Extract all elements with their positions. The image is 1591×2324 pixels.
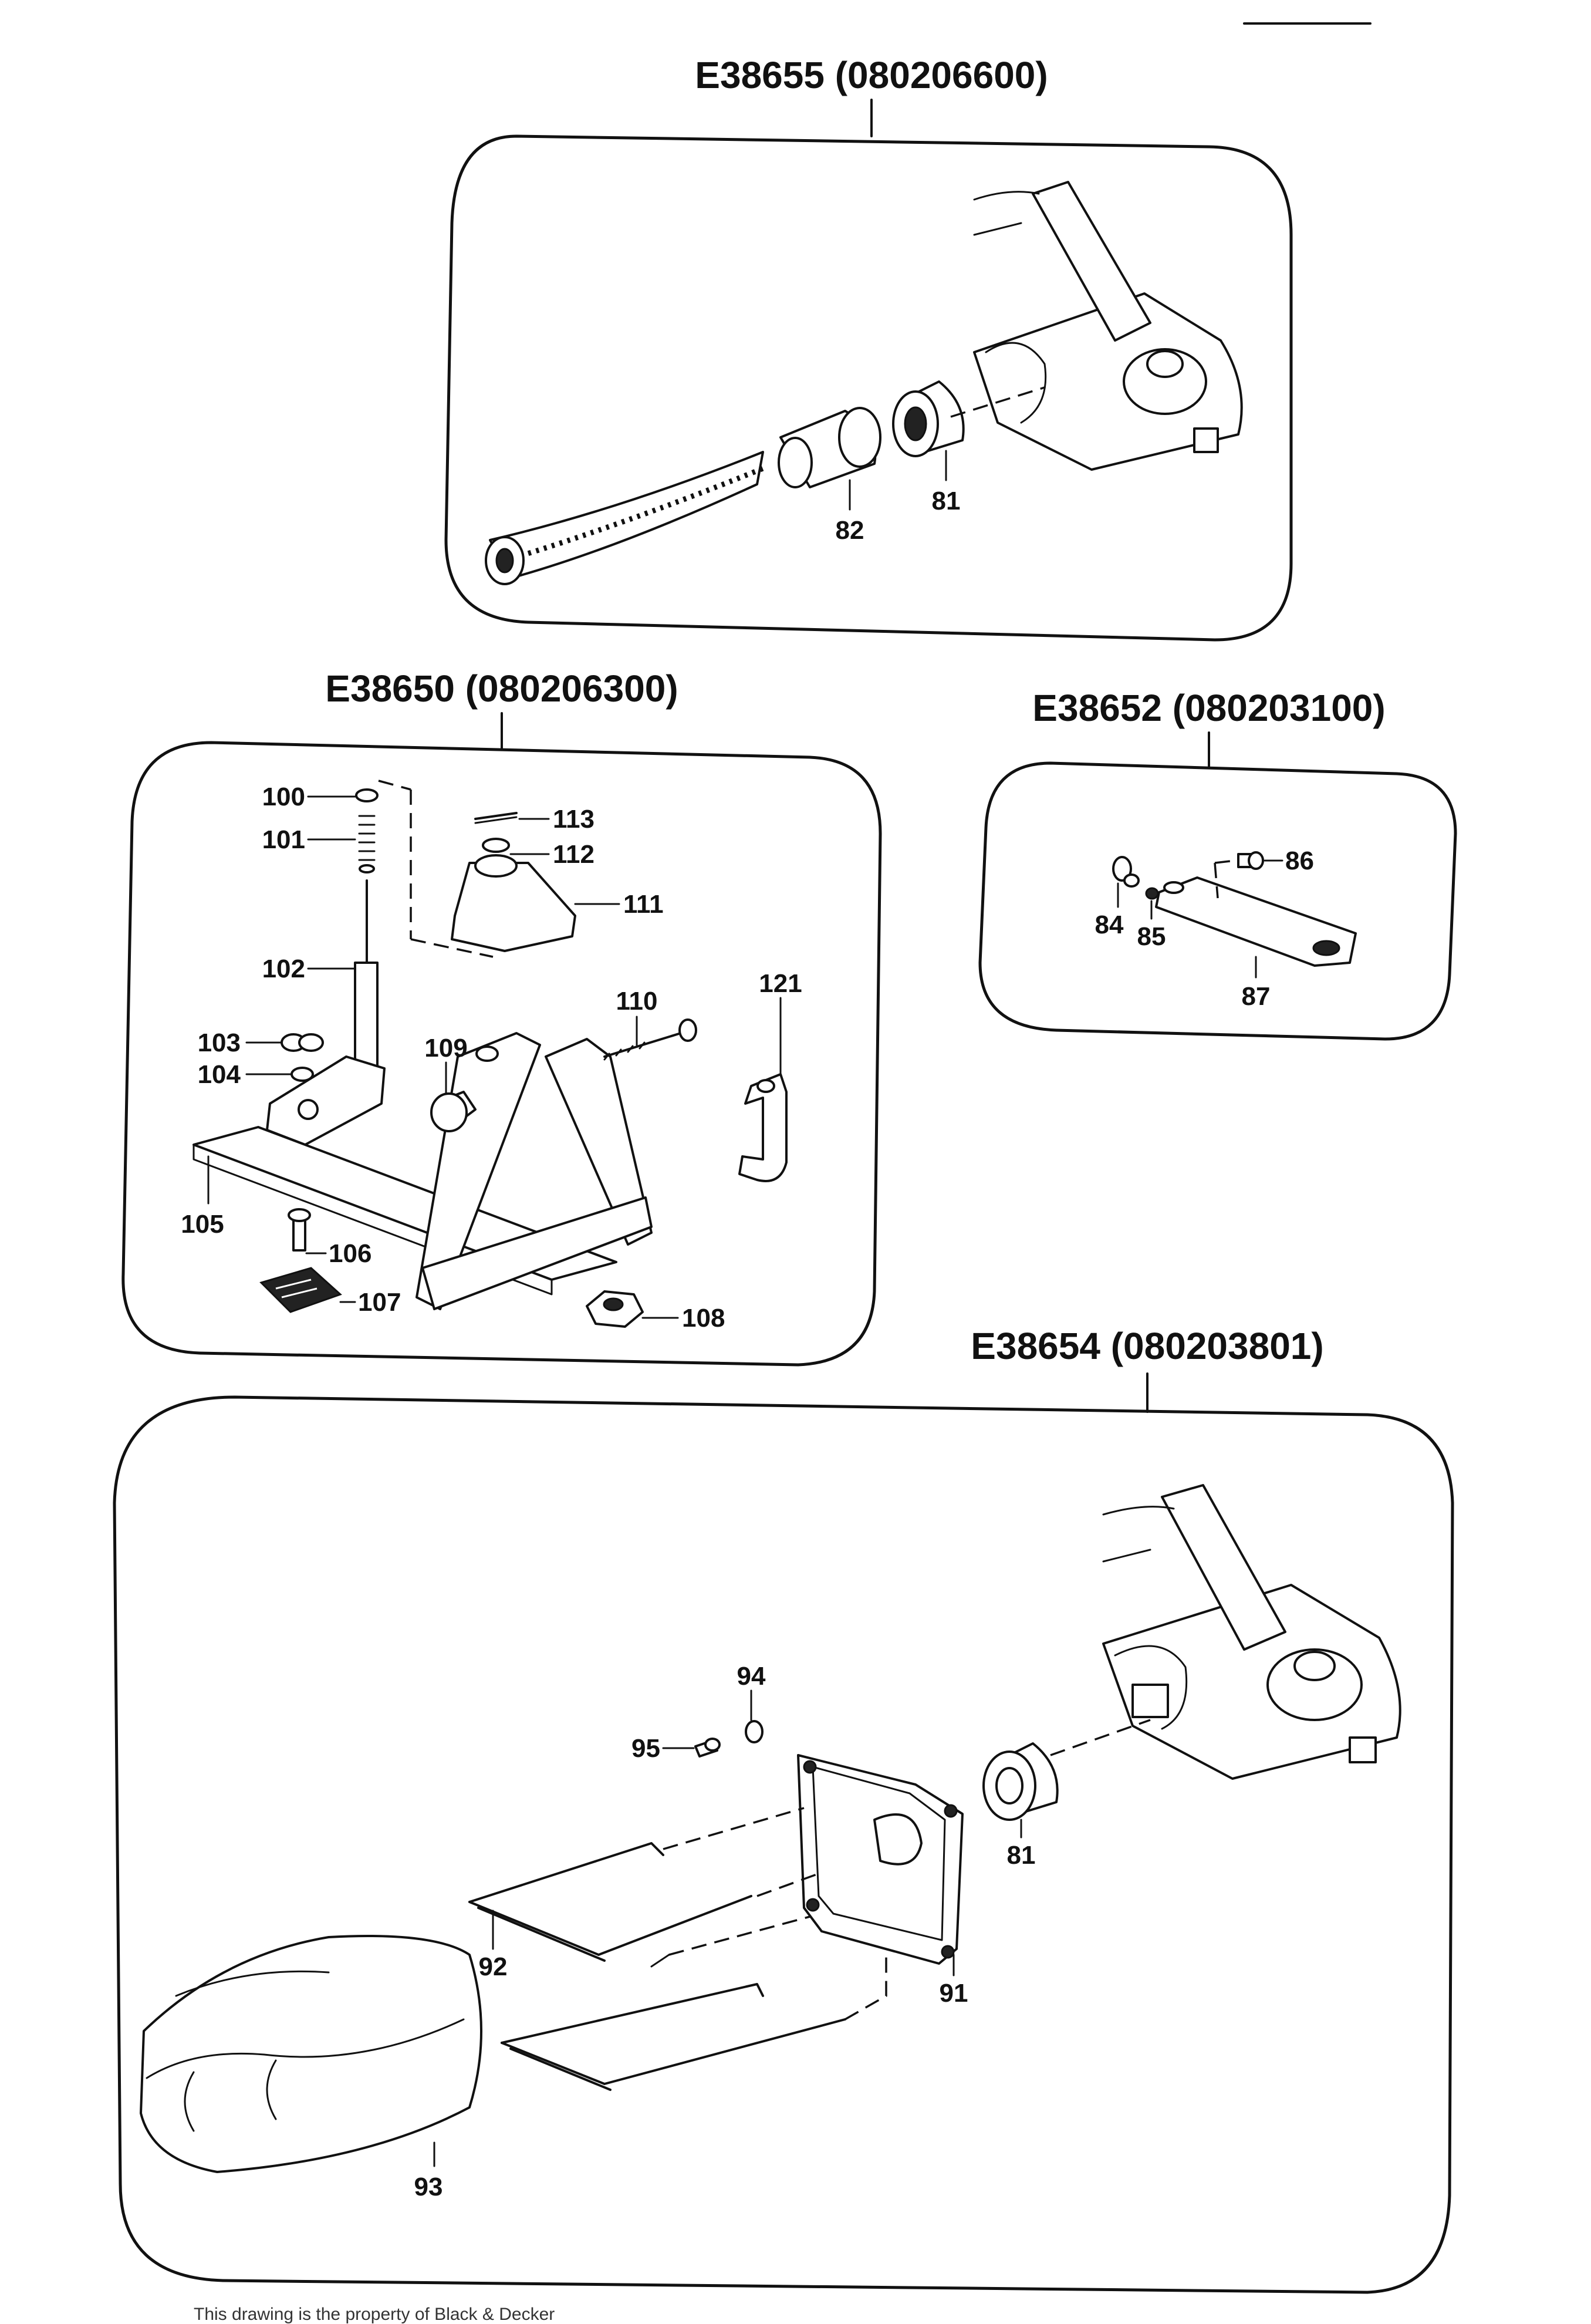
kit-box-e38650 (121, 741, 882, 1367)
part-label-92: 92 (479, 1952, 508, 1981)
part-label-104: 104 (198, 1060, 241, 1089)
wingnut-103-illustration (281, 1033, 324, 1052)
pad-107-illustration (259, 1267, 342, 1313)
axis-dash-rod (378, 780, 411, 791)
part-label-95: 95 (631, 1734, 660, 1763)
axis-dash-86 (1214, 859, 1236, 864)
part-label-91: 91 (940, 1979, 968, 2008)
part-label-81-bottom: 81 (1007, 1841, 1036, 1870)
part-label-121: 121 (759, 969, 802, 998)
adaptor-82-illustration (778, 407, 881, 488)
screw-86-illustration (1237, 851, 1264, 870)
dash-92-low (668, 1915, 810, 1956)
part-label-100: 100 (262, 782, 305, 811)
kit-e38655: E38655 (080206600) (444, 54, 1293, 642)
kit-e38652: E38652 (080203100) 86 84 85 87 (978, 687, 1457, 1041)
collar-81-illustration (892, 380, 965, 457)
part-label-112: 112 (553, 840, 594, 869)
frame-91-illustration (797, 1754, 964, 1965)
bracket-87-illustration (1155, 876, 1357, 967)
kit-e38650: E38650 (080206300) (121, 667, 882, 1367)
part-label-105: 105 (181, 1210, 224, 1239)
nut-108-illustration (586, 1290, 644, 1328)
kit-e38654: E38654 (080203801) (113, 1325, 1454, 2294)
kit-title-e38655: E38655 (080206600) (695, 54, 1048, 96)
washer-104-illustration (290, 1067, 314, 1082)
screw-95-illustration (694, 1738, 721, 1758)
part-label-101: 101 (262, 825, 305, 854)
dust-bag-93-illustration (140, 1935, 482, 2173)
axis-dash-86-vert (1214, 862, 1219, 899)
part-label-106: 106 (329, 1239, 371, 1268)
screw-106-illustration (288, 1208, 311, 1252)
part-label-109: 109 (424, 1034, 467, 1063)
part-label-102: 102 (262, 954, 305, 983)
collar-81-bottom-illustration (982, 1742, 1059, 1821)
dash-92-bottom (845, 1955, 887, 2021)
part-label-82: 82 (836, 516, 864, 545)
kit-box-e38655 (444, 134, 1293, 642)
base-frame-illustration (192, 1032, 653, 1310)
part-label-87: 87 (1242, 982, 1271, 1011)
axis-dash-bottom (1050, 1719, 1151, 1756)
kit-box-e38654 (113, 1395, 1454, 2294)
part-label-86: 86 (1285, 846, 1314, 875)
part-label-93: 93 (414, 2173, 443, 2201)
wire-frames-92-illustration (468, 1842, 846, 2091)
dash-92-top (663, 1807, 805, 1850)
rod-assembly-illustration (266, 788, 386, 1146)
kit-title-e38654: E38654 (080203801) (971, 1325, 1323, 1367)
knob-109-illustration (430, 1091, 477, 1132)
hose-illustration (485, 451, 764, 585)
part-label-84: 84 (1095, 910, 1124, 939)
washer-85-illustration (1145, 887, 1159, 900)
bolt-110-illustration (603, 1018, 697, 1061)
part-label-81-top: 81 (932, 487, 961, 515)
kit-box-e38652 (978, 761, 1457, 1041)
dash-92-mid (756, 1871, 822, 1897)
part-label-103: 103 (198, 1028, 241, 1057)
part-label-85: 85 (1137, 922, 1166, 951)
axis-dash-top (950, 386, 1045, 418)
kit-title-e38652: E38652 (080203100) (1032, 687, 1385, 729)
nut-94-illustration (745, 1720, 764, 1743)
wingnut-84-illustration (1112, 856, 1140, 888)
part-label-113: 113 (553, 805, 594, 834)
part-label-107: 107 (358, 1288, 401, 1317)
clamp-121-illustration (738, 1073, 788, 1182)
planer-illustration-bottom (1102, 1484, 1401, 1780)
kit-title-e38650: E38650 (080206300) (325, 667, 678, 710)
shoe-111-illustration (451, 812, 576, 952)
part-label-94: 94 (737, 1662, 766, 1691)
axis-dash-rod-bottom (410, 938, 494, 958)
planer-illustration-top (973, 181, 1243, 471)
part-label-108: 108 (682, 1304, 725, 1333)
footer-note: This drawing is the property of Black & … (194, 2305, 555, 2324)
part-label-110: 110 (616, 987, 658, 1016)
part-label-111: 111 (623, 890, 664, 919)
